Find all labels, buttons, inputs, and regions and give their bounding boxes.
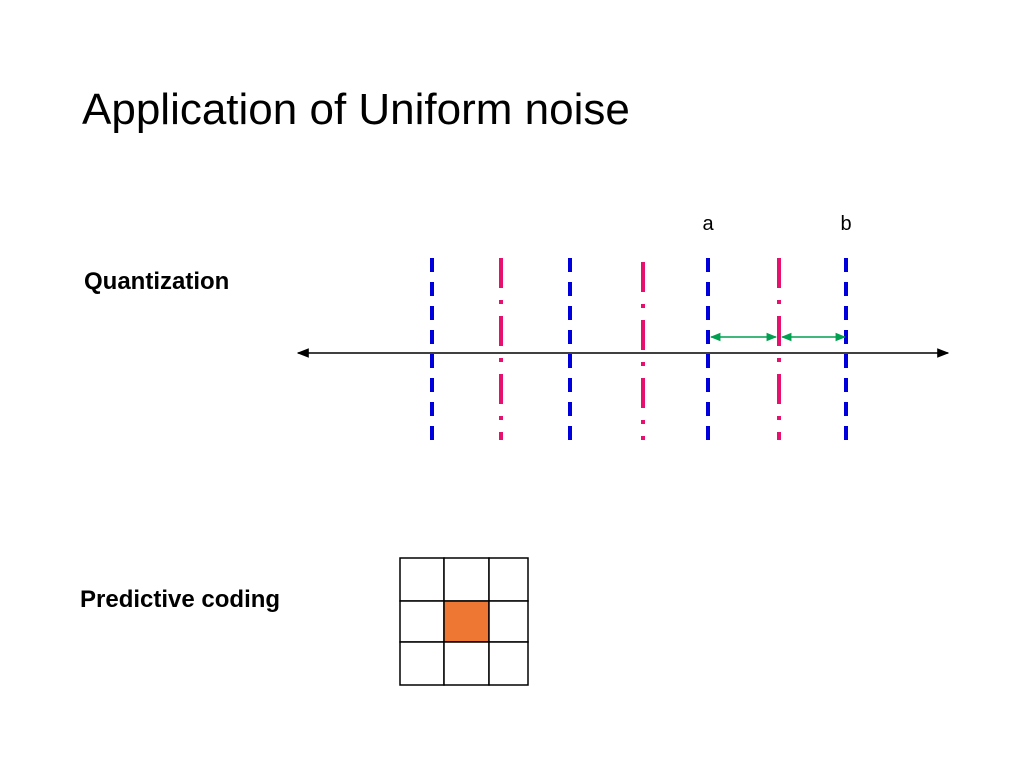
predictive-coding-label: Predictive coding [80, 586, 281, 613]
grid-cell-current [443, 600, 490, 643]
point-label-a: a [702, 213, 714, 235]
grid-cell [488, 557, 529, 602]
grid-cell [443, 557, 490, 602]
reconstruction-levels [430, 258, 848, 446]
grid-cell [488, 600, 529, 643]
grid-cell [399, 557, 445, 602]
grid-cell [399, 600, 445, 643]
predictive-coding-grid [399, 557, 529, 686]
point-label-b: b [840, 213, 851, 235]
quantization-label: Quantization [84, 268, 230, 295]
grid-cell [443, 641, 490, 686]
grid-cell [399, 641, 445, 686]
decision-boundaries [499, 258, 781, 440]
grid-cell [488, 641, 529, 686]
slide-title: Application of Uniform noise [82, 85, 630, 134]
